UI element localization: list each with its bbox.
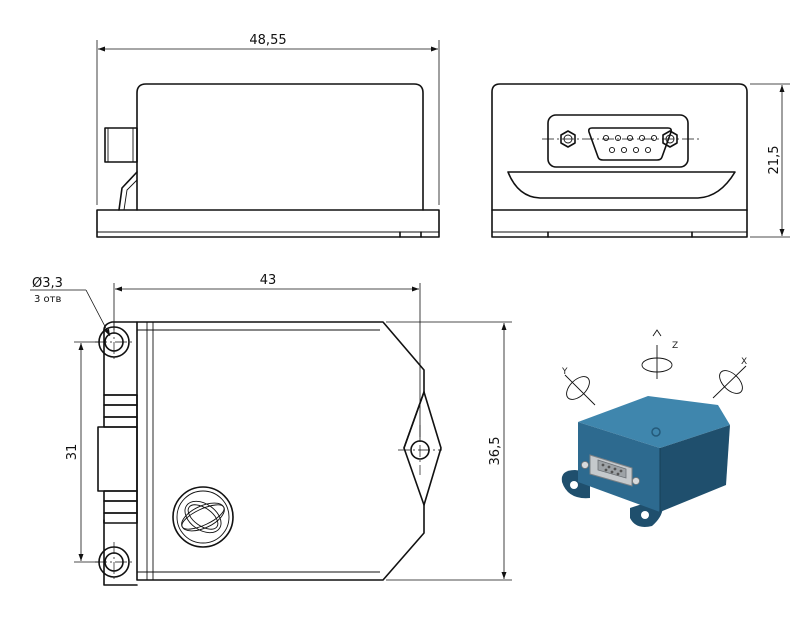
device-top-face — [578, 396, 730, 448]
dim-bottom-width-label: 43 — [260, 273, 277, 288]
axis-x-label: X — [741, 357, 747, 367]
dim-hole-spacing-label: 31 — [65, 444, 80, 461]
front-view — [96, 83, 440, 238]
hole-count-label: 3 отв — [34, 294, 61, 305]
dimension-top-width: 48,55 — [96, 33, 440, 205]
side-view — [491, 83, 748, 238]
dimension-body-height: 36,5 — [386, 321, 512, 581]
axis-y-label: Y — [561, 367, 568, 377]
top-view — [95, 321, 442, 586]
dim-side-height-label: 21,5 — [767, 146, 782, 175]
device-right-face — [660, 425, 730, 512]
rotation-axes: Z Y X — [561, 329, 747, 406]
hole-diameter-label: Ø3,3 — [32, 276, 63, 291]
dim-body-height-label: 36,5 — [488, 437, 503, 466]
dim-top-width-label: 48,55 — [249, 33, 286, 48]
dimension-hole-spacing: 31 — [65, 341, 100, 563]
logo-mark — [172, 486, 234, 548]
dimension-bottom-width: 43 — [113, 273, 421, 440]
hole-callout: Ø3,3 3 отв — [30, 276, 111, 337]
dimension-side-height: 21,5 — [750, 83, 790, 238]
axis-z-label: Z — [672, 341, 678, 351]
connector-pins — [602, 134, 658, 154]
device-render: Z Y X — [561, 329, 747, 527]
